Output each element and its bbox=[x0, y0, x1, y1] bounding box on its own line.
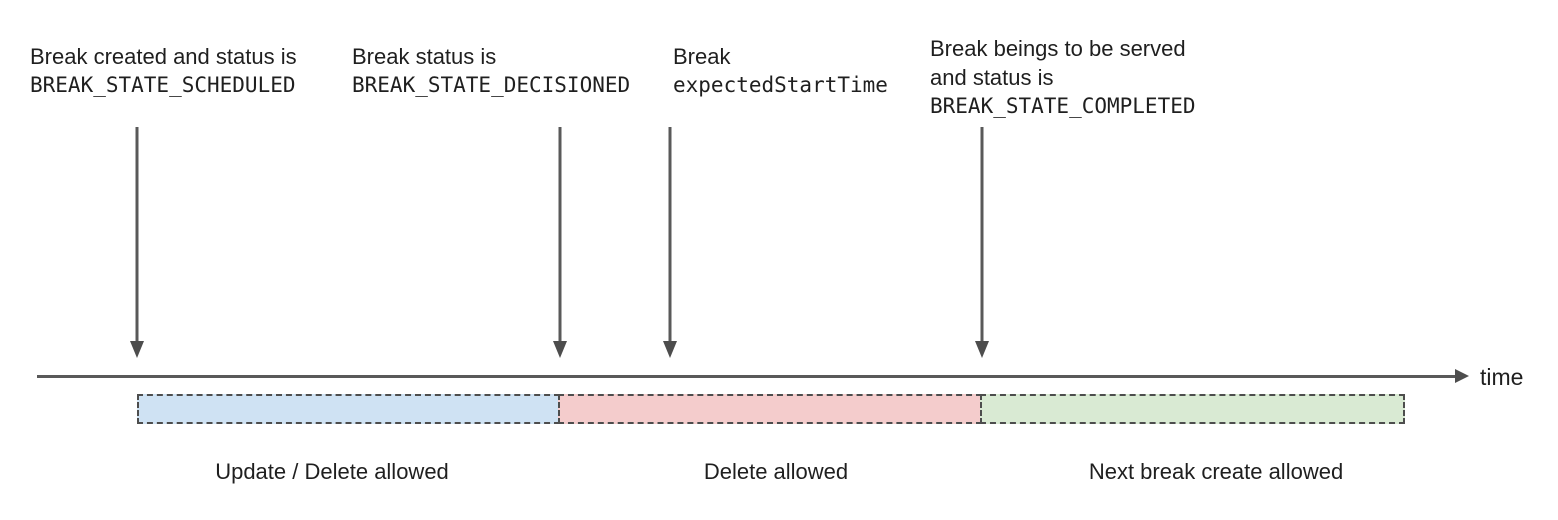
down-arrow-icon bbox=[130, 127, 144, 358]
annotation-text: Break bbox=[673, 44, 731, 69]
segment-delete-allowed bbox=[558, 394, 982, 424]
segment-caption: Next break create allowed bbox=[1088, 459, 1344, 484]
arrow-head bbox=[553, 341, 567, 358]
down-arrow-icon bbox=[975, 127, 989, 358]
segment-next-break-create-allowed bbox=[980, 394, 1405, 424]
annotation-text: Break created and status is bbox=[30, 44, 297, 69]
arrow-shaft bbox=[558, 127, 562, 342]
annotation-code-text: BREAK_STATE_SCHEDULED bbox=[30, 73, 296, 97]
time-axis-label: time bbox=[1480, 364, 1524, 390]
annotation-break-scheduled: Break created and status is BREAK_STATE_… bbox=[30, 42, 297, 100]
segment-update-delete-allowed bbox=[137, 394, 560, 424]
arrow-head bbox=[130, 341, 144, 358]
arrow-shaft bbox=[668, 127, 672, 342]
annotation-code-text: BREAK_STATE_DECISIONED bbox=[352, 73, 631, 97]
annotation-text: Break beings to be served bbox=[930, 36, 1186, 61]
annotation-code-text: BREAK_STATE_COMPLETED bbox=[930, 94, 1196, 118]
segment-caption: Update / Delete allowed bbox=[215, 459, 449, 484]
annotation-break-decisioned: Break status is BREAK_STATE_DECISIONED bbox=[352, 42, 630, 100]
arrow-head bbox=[663, 341, 677, 358]
time-axis-line bbox=[37, 375, 1456, 378]
down-arrow-icon bbox=[663, 127, 677, 358]
annotation-text: Break status is bbox=[352, 44, 497, 69]
annotation-code-text: expectedStartTime bbox=[673, 73, 888, 97]
time-axis-arrow-icon bbox=[1455, 369, 1469, 383]
annotation-expected-start-time: Break expectedStartTime bbox=[673, 42, 888, 100]
down-arrow-icon bbox=[553, 127, 567, 358]
arrow-shaft bbox=[135, 127, 139, 342]
segment-caption: Delete allowed bbox=[703, 459, 849, 484]
annotation-break-completed: Break beings to be served and status is … bbox=[930, 34, 1196, 121]
arrow-head bbox=[975, 341, 989, 358]
annotation-text: and status is bbox=[930, 65, 1054, 90]
arrow-shaft bbox=[980, 127, 984, 342]
